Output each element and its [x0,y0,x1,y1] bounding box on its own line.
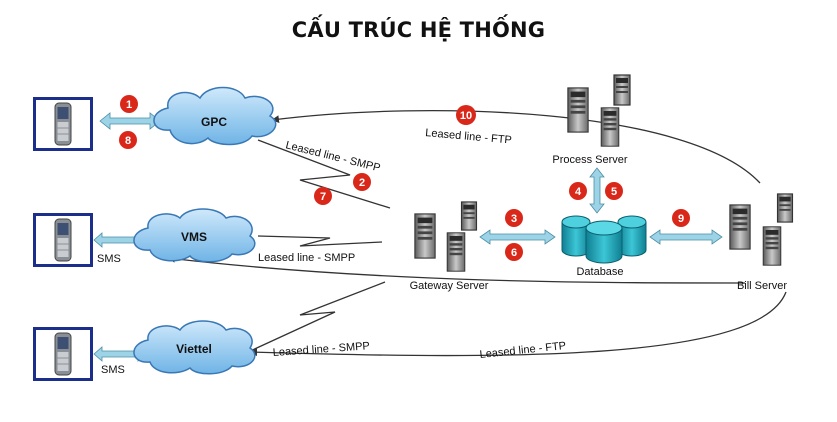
bill-server-icon [729,193,794,266]
viettel-sms-label: SMS [101,364,125,376]
step-badge-1: 1 [120,95,138,113]
step-9-number: 9 [678,213,684,225]
viettel-cloud: Viettel [133,320,256,375]
gpc-phone-icon [33,97,93,151]
step-badge-4: 4 [569,182,587,200]
gpc-label: GPC [201,115,227,129]
gpc-phone-arrow [99,112,161,130]
bill-server-label: Bill Server [737,280,787,292]
process-database-arrow [589,167,605,214]
gateway-database-arrow [479,229,556,245]
step-7-number: 7 [320,191,326,203]
smpp-link-gpc [257,139,391,209]
step-badge-10: 10 [456,105,476,125]
gpc-ftp-label: Leased line - FTP [425,127,513,147]
viettel-phone-icon [33,327,93,381]
step-3-number: 3 [511,213,517,225]
step-4-number: 4 [575,186,582,198]
vms-phone-icon [33,213,93,267]
step-6-number: 6 [511,247,517,259]
gateway-server-icon [414,201,478,272]
step-badge-5: 5 [605,182,623,200]
step-badge-6: 6 [505,243,523,261]
smpp-link-vms [257,235,383,247]
gateway-server-label: Gateway Server [410,280,489,292]
step-badge-9: 9 [672,209,690,227]
step-badge-3: 3 [505,209,523,227]
step-8-number: 8 [125,135,131,147]
vms-cloud: VMS [133,208,256,263]
step-1-number: 1 [126,99,132,111]
smpp-link-viettel [247,281,386,353]
step-badge-7: 7 [314,187,332,205]
gpc-cloud: GPC [153,86,277,146]
vms-sms-label: SMS [97,253,121,265]
database-icon [561,215,647,264]
vms-label: VMS [181,230,207,244]
viettel-ftp-label: Leased line - FTP [479,340,567,361]
link-bill-to-vms [167,254,746,284]
database-label: Database [576,266,623,278]
diagram-title: CẤU TRÚC HỆ THỐNG [291,18,546,42]
step-badge-2: 2 [353,173,371,191]
process-server-icon [567,74,631,147]
process-server-label: Process Server [552,154,628,166]
database-bill-arrow [649,229,723,245]
step-5-number: 5 [611,186,617,198]
step-badge-8: 8 [119,131,137,149]
ftp-link-viettel [249,291,787,357]
viettel-label: Viettel [176,342,212,356]
ftp-link-gpc [271,109,761,184]
vms-smpp-label: Leased line - SMPP [258,252,355,264]
step-10-number: 10 [460,110,472,122]
viettel-smpp-label: Leased line - SMPP [272,340,370,359]
step-2-number: 2 [359,177,365,189]
